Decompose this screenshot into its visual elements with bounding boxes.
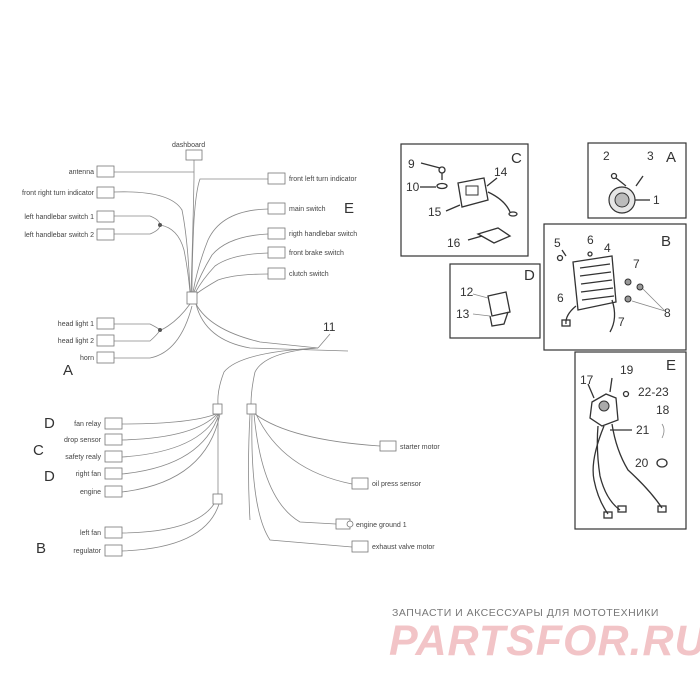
label-oil-press: oil press sensor [372,481,422,488]
label-main-switch: main switch [289,206,326,213]
harness-wires [113,150,381,552]
svg-text:16: 16 [447,236,461,250]
svg-text:19: 19 [620,363,634,377]
svg-text:20: 20 [635,456,649,470]
label-head-light-1: head light 1 [58,321,94,328]
label-front-brake: front brake switch [289,250,344,257]
connector-horn [96,351,115,364]
svg-text:6: 6 [587,233,594,247]
ref-letter-c: C [33,442,44,459]
watermark-tagline: ЗАПЧАСТИ И АКСЕССУАРЫ ДЛЯ МОТОТЕХНИКИ [392,607,659,619]
connector-drop-sensor [104,433,123,446]
connector-front-left-turn [267,172,286,185]
label-left-switch-2: left handlebar switch 2 [24,232,94,239]
svg-text:3: 3 [647,149,654,163]
connector-head-light-2 [96,334,115,347]
watermark-logo: PARTSFOR.RU [389,617,700,665]
svg-text:22-23: 22-23 [638,385,669,399]
ref-letter-b: B [36,540,46,557]
svg-text:5: 5 [554,236,561,250]
svg-text:9: 9 [408,157,415,171]
panel-b: B 5 6 4 6 7 7 8 [543,223,687,351]
ref-letter-a: A [63,362,73,379]
connector-regulator [104,544,123,557]
label-starter-motor: starter motor [400,444,440,451]
svg-text:10: 10 [406,180,420,194]
connector-safety-realy [104,450,123,463]
label-left-switch-1: left handlebar switch 1 [24,214,94,221]
connector-head-light-1 [96,317,115,330]
label-right-fan: right fan [76,471,101,478]
label-dashboard: dashboard [172,142,205,149]
panel-c-letter: C [511,150,522,167]
label-head-light-2: head light 2 [58,338,94,345]
connector-right-fan [104,467,123,480]
panel-a: A 2 3 1 [587,142,687,219]
svg-text:12: 12 [460,285,474,299]
connector-starter-motor [379,440,397,452]
harness-labels: dashboard antenna front right turn indic… [22,142,440,557]
svg-text:17: 17 [580,373,594,387]
label-exhaust-valve: exhaust valve motor [372,544,435,551]
connector-right-switch [267,227,286,240]
svg-text:6: 6 [557,291,564,305]
connector-fan-relay [104,417,123,430]
panel-c: C 9 10 14 15 16 [400,143,529,257]
connector-left-fan [104,526,123,539]
connector-main-switch [267,202,286,215]
connector-front-brake [267,246,286,259]
connector-antenna [96,165,115,178]
svg-text:2: 2 [603,149,610,163]
connector-dashboard [185,149,203,161]
label-drop-sensor: drop sensor [64,437,102,444]
label-left-fan: left fan [80,530,101,537]
connector-oil-press [351,477,369,490]
label-right-switch: rigth handlebar switch [289,231,357,238]
svg-text:13: 13 [456,307,470,321]
panel-e-letter: E [666,357,676,374]
label-clutch: clutch switch [289,271,329,278]
label-engine-ground: engine ground 1 [356,522,407,529]
connector-clutch [267,267,286,280]
splice-dot [158,328,162,332]
label-engine: engine [80,489,101,496]
svg-text:1: 1 [653,193,660,207]
label-safety-realy: safety realy [65,454,101,461]
panel-d: D 12 13 [449,263,541,339]
label-front-right-turn: front right turn indicator [22,190,95,197]
svg-text:7: 7 [618,315,625,329]
harness-connectors [96,149,397,557]
svg-text:7: 7 [633,257,640,271]
ref-letter-d-right-fan: D [44,468,55,485]
connector-left-switch-1 [96,210,115,223]
label-horn: horn [80,355,94,362]
panel-d-letter: D [524,267,535,284]
svg-text:18: 18 [656,403,670,417]
ref-letter-e: E [344,200,354,217]
svg-text:15: 15 [428,205,442,219]
connector-exhaust-valve [351,540,369,553]
svg-text:14: 14 [494,165,508,179]
panel-e: E 17 19 22-23 18 21 20 [574,351,687,530]
ref-letter-d-fan-relay: D [44,415,55,432]
connector-front-right-turn [96,186,115,199]
part-number-11: 11 [323,320,336,334]
connector-left-switch-2 [96,228,115,241]
label-fan-relay: fan relay [74,421,101,428]
label-antenna: antenna [69,169,94,176]
panel-a-letter: A [666,149,676,166]
splice-dot [158,223,162,227]
label-front-left-turn: front left turn indicator [289,176,357,183]
label-regulator: regulator [73,548,101,555]
svg-text:8: 8 [664,306,671,320]
panel-b-letter: B [661,233,671,250]
svg-text:21: 21 [636,423,650,437]
svg-text:4: 4 [604,241,611,255]
connector-engine [104,485,123,498]
